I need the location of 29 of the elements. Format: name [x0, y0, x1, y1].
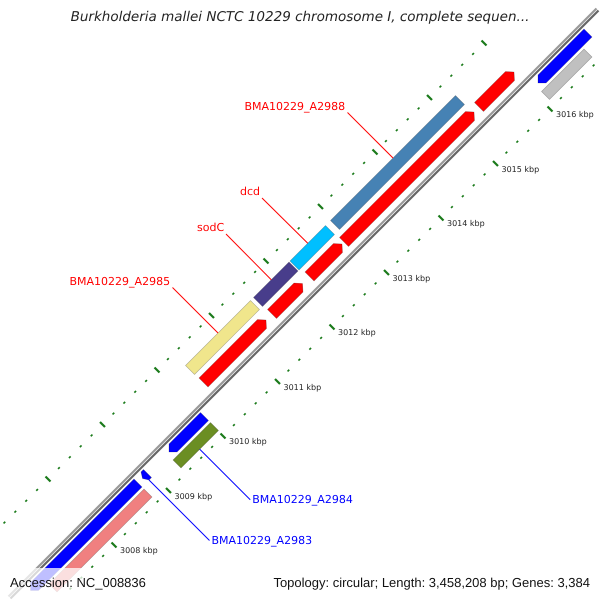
gene-label: BMA10229_A2988	[244, 100, 346, 112]
scale-label: 3015 kbp	[502, 166, 540, 174]
gene-label: BMA10229_A2985	[70, 276, 170, 286]
accession-text: Accession: NC_008836	[10, 576, 146, 589]
gene-bar	[253, 262, 298, 307]
gene-bar	[185, 300, 260, 375]
gene-label: sodC	[197, 222, 224, 233]
leader-line	[262, 198, 308, 244]
leader-line	[226, 234, 272, 280]
scale-label: 3012 kbp	[338, 329, 376, 337]
scale-label: 3008 kbp	[120, 547, 158, 555]
gene-label: dcd	[240, 186, 260, 197]
leader-line	[199, 448, 251, 500]
map-title: Burkholderia mallei NCTC 10229 chromosome I, complete sequen...	[70, 11, 530, 24]
scale-label: 3009 kbp	[174, 492, 212, 500]
scale-label: 3013 kbp	[392, 274, 430, 282]
gene-bar	[290, 225, 335, 270]
leader-line	[347, 112, 394, 158]
gene-bar	[172, 422, 219, 468]
genome-info-text: Topology: circular; Length: 3,458,208 bp; Genes: 3,384	[273, 576, 590, 589]
scale-label: 3016 kbp	[556, 111, 594, 119]
scale-label: 3011 kbp	[284, 384, 322, 392]
gene-label: BMA10229_A2983	[212, 535, 312, 546]
scale-label: 3010 kbp	[229, 438, 267, 446]
leader-line	[148, 480, 210, 541]
leader-line	[172, 287, 218, 334]
scale-label: 3014 kbp	[447, 220, 485, 228]
gene-label: BMA10229_A2984	[252, 494, 353, 506]
gene-arrow	[140, 469, 152, 480]
